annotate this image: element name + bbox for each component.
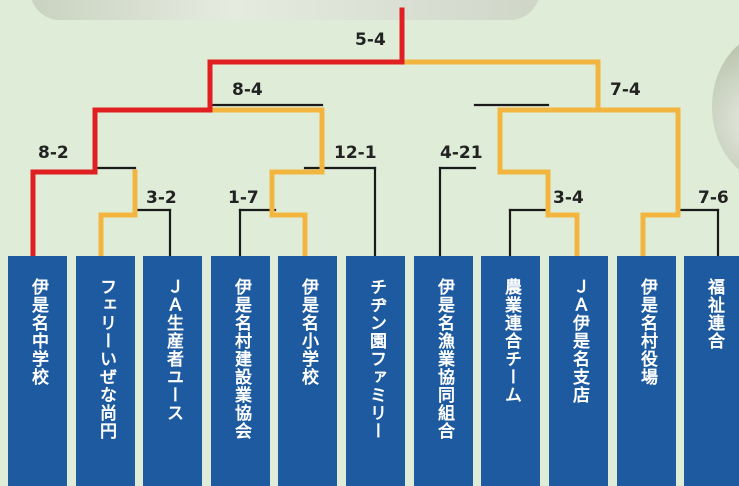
score-qf-1: 8-2 (38, 143, 69, 163)
team-box: チヂン園ファミリー (346, 256, 405, 486)
team-name: 伊是名村役場 (637, 278, 657, 386)
score-qf-2: 12-1 (334, 143, 377, 163)
team-name: 伊是名村建設業協会 (231, 278, 251, 440)
team-name: チヂン園ファミリー (366, 278, 386, 440)
team-name: 農業連合チーム (501, 278, 521, 404)
team-box: 伊是名漁業協同組合 (414, 256, 473, 486)
team-name: 伊是名漁業協同組合 (434, 278, 454, 440)
score-semifinal-left: 8-4 (232, 80, 263, 100)
team-name: 伊是名小学校 (298, 278, 318, 386)
team-box: 伊是名小学校 (278, 256, 337, 486)
team-box: 福祉連合 (684, 256, 739, 486)
team-box: 伊是名村役場 (617, 256, 676, 486)
team-box: 伊是名中学校 (8, 256, 67, 486)
team-name: 伊是名中学校 (28, 278, 48, 386)
team-box: フェリーいぜな尚円 (76, 256, 135, 486)
team-box: 伊是名村建設業協会 (211, 256, 270, 486)
team-name: 福祉連合 (704, 278, 724, 350)
team-name: フェリーいぜな尚円 (96, 278, 116, 440)
score-final: 5-4 (355, 30, 386, 50)
score-semifinal-right: 7-4 (610, 80, 641, 100)
team-name: ＪＡ生産者ユース (163, 278, 183, 422)
top-photo (30, 0, 540, 20)
score-r1-3: 3-4 (553, 188, 584, 208)
team-box: 農業連合チーム (481, 256, 540, 486)
team-name: ＪＡ伊是名支店 (569, 278, 589, 404)
score-qf-4: 7-6 (698, 188, 729, 208)
team-box: ＪＡ伊是名支店 (549, 256, 608, 486)
score-r1-1: 3-2 (146, 188, 177, 208)
score-qf-3: 4-21 (440, 143, 483, 163)
score-r1-2: 1-7 (228, 188, 259, 208)
team-box: ＪＡ生産者ユース (143, 256, 202, 486)
